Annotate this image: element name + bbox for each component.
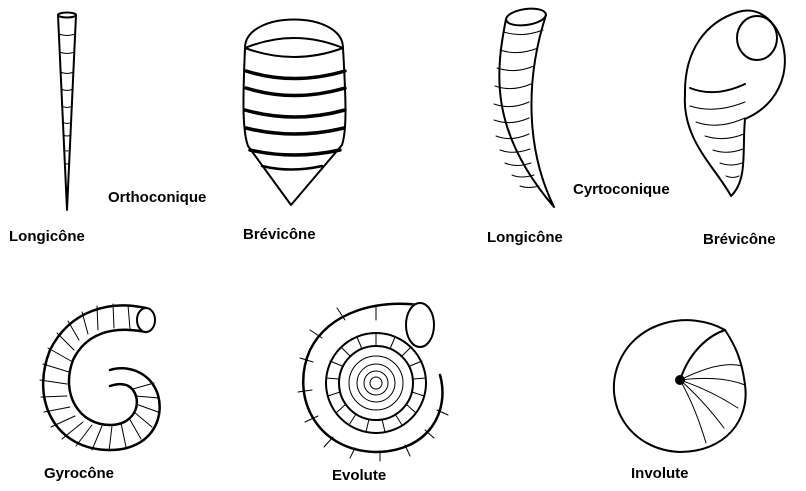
ortho-brevicone-label: Brévicône (243, 227, 316, 242)
cyrto-longicone-label: Longicône (487, 230, 563, 245)
gyrocone-drawing (40, 304, 160, 451)
gyrocone-label: Gyrocône (44, 466, 114, 481)
involute-drawing (614, 320, 746, 452)
orthoconique-label: Orthoconique (108, 190, 206, 205)
cyrto-brevicone-drawing (685, 11, 785, 196)
ortho-longicone-label: Longicône (9, 229, 85, 244)
cyrto-longicone-drawing (494, 6, 554, 207)
cyrtoconique-label: Cyrtoconique (573, 182, 670, 197)
ortho-longicone-drawing (58, 13, 76, 211)
ortho-brevicone-drawing (243, 20, 345, 206)
evolute-drawing (298, 303, 448, 461)
involute-label: Involute (631, 466, 689, 481)
cyrto-brevicone-label: Brévicône (703, 232, 776, 247)
evolute-label: Evolute (332, 468, 386, 483)
